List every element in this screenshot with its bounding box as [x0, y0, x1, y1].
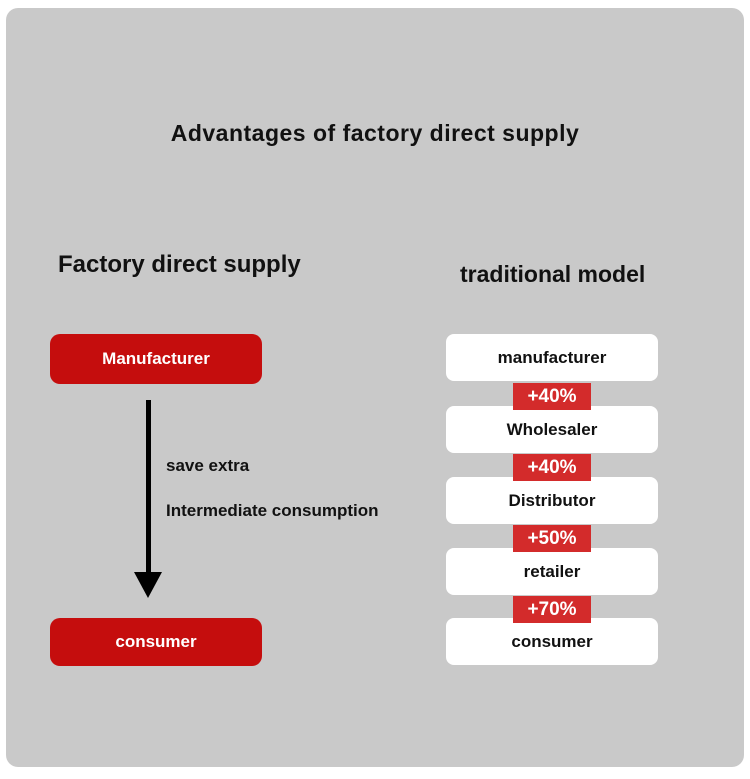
- right-column-heading: traditional model: [460, 261, 646, 287]
- markup-badge-2: +40%: [513, 454, 591, 481]
- markup-badge-1: +40%: [513, 383, 591, 410]
- markup-badge-4: +70%: [513, 596, 591, 623]
- page-title: Advantages of factory direct supply: [170, 120, 580, 146]
- arrow-note-line2: Intermediate consumption: [166, 501, 379, 520]
- stage-manufacturer: manufacturer: [446, 334, 658, 381]
- stage-distributor: Distributor: [446, 477, 658, 524]
- arrow-note-line1: save extra: [166, 456, 250, 475]
- stage-consumer: consumer: [446, 618, 658, 665]
- markup-badge-3: +50%: [513, 525, 591, 552]
- stage-wholesaler: Wholesaler: [446, 406, 658, 453]
- diagram-canvas: Advantages of factory direct supply Fact…: [6, 8, 744, 767]
- stage-retailer: retailer: [446, 548, 658, 595]
- left-column-heading: Factory direct supply: [58, 251, 301, 278]
- down-arrow-head: [134, 572, 162, 598]
- down-arrow-line: [146, 400, 151, 576]
- manufacturer-box: Manufacturer: [50, 334, 262, 384]
- consumer-box-left: consumer: [50, 618, 262, 666]
